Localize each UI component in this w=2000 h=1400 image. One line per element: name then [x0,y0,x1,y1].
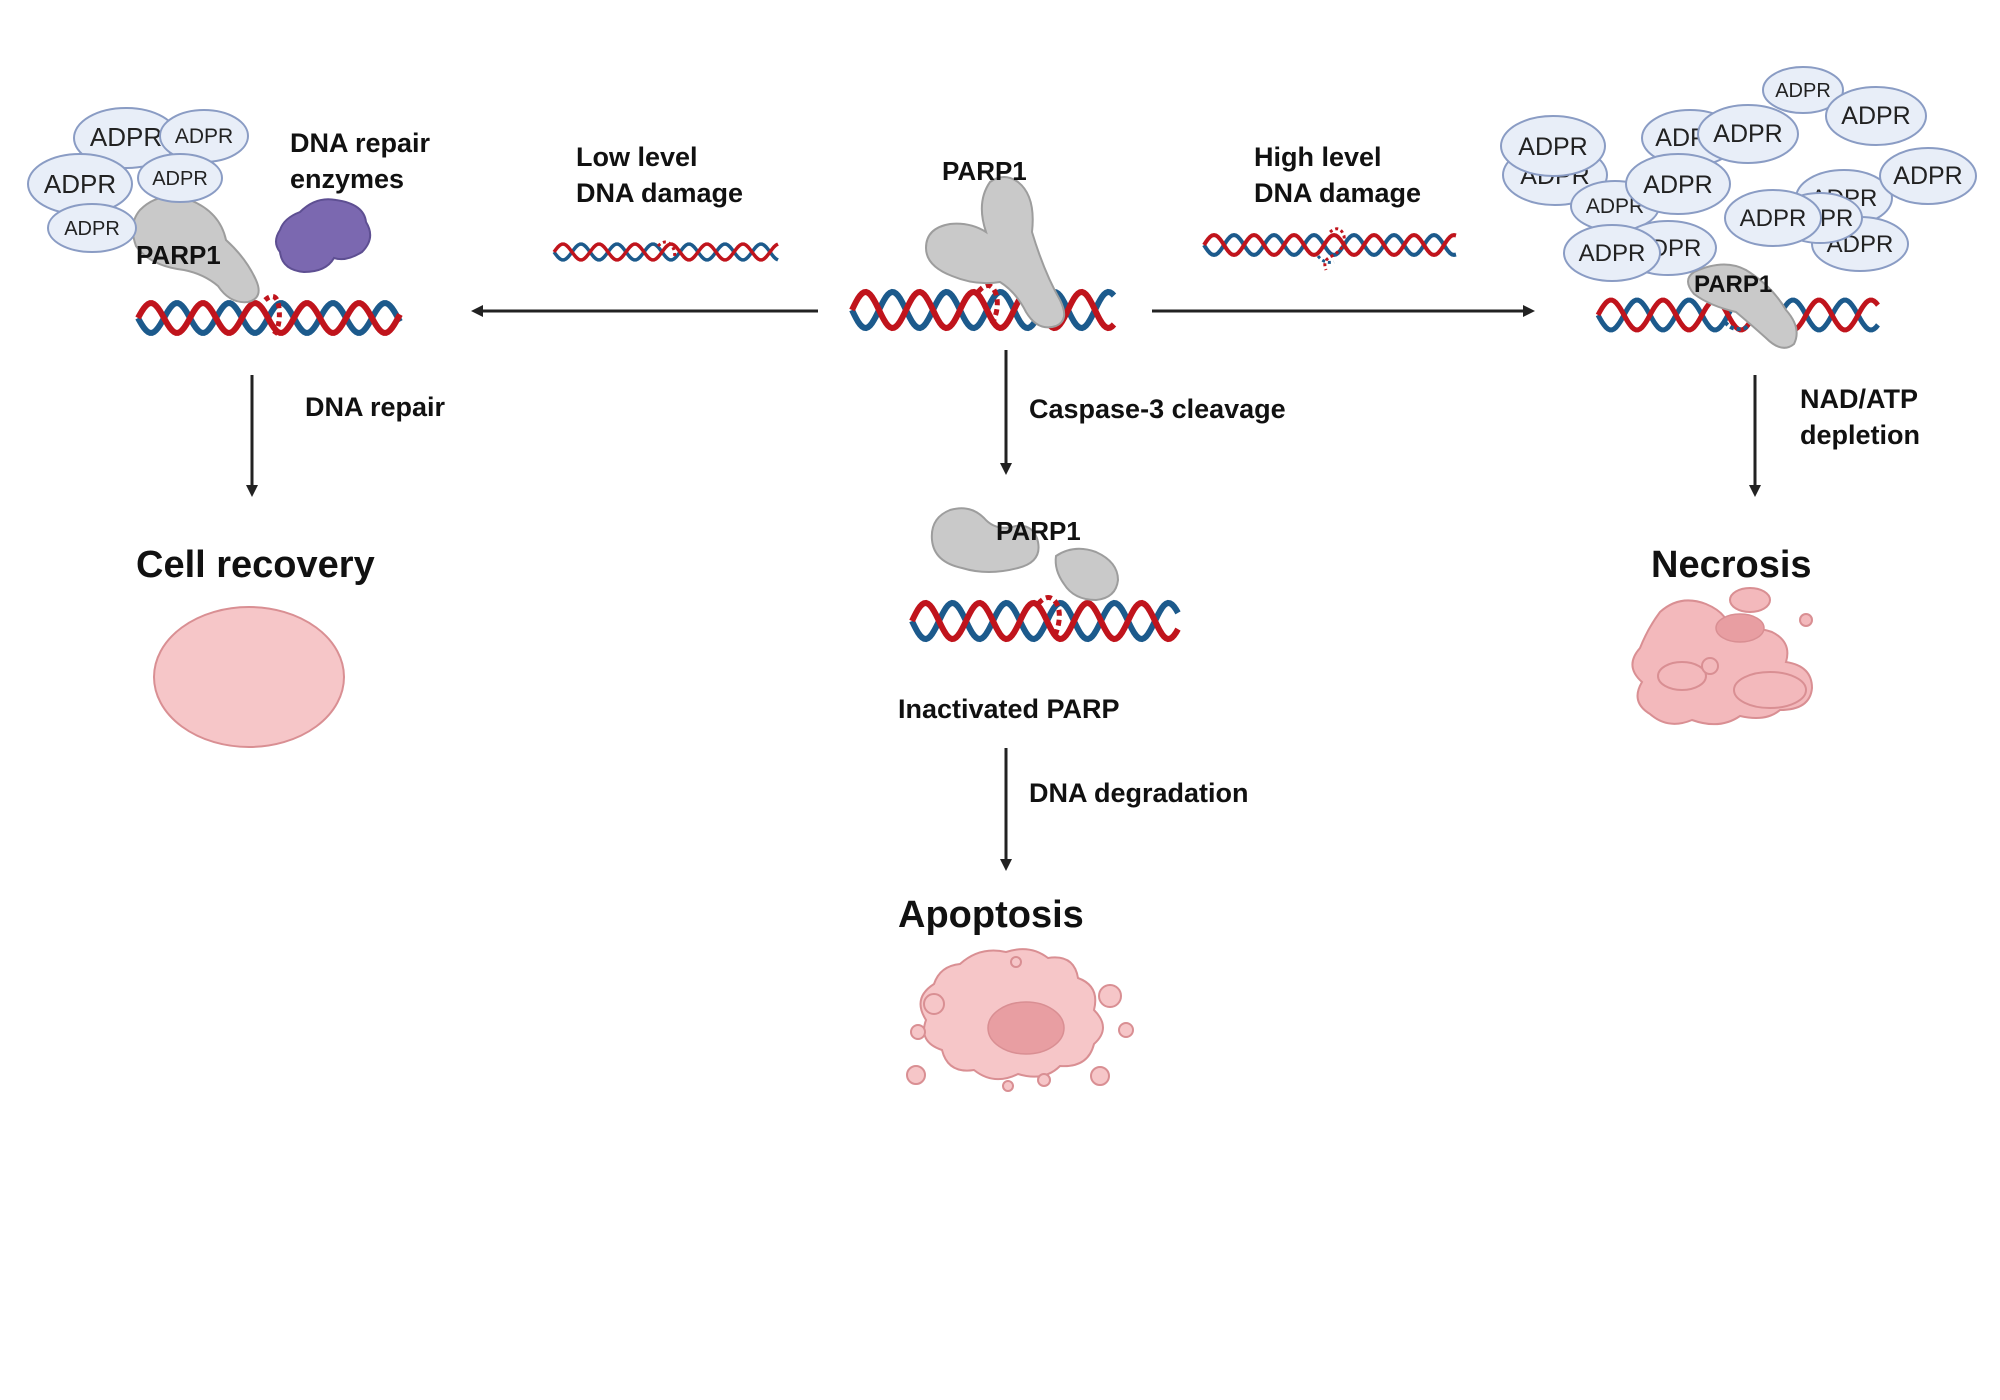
dna-strand-blue [849,288,1117,332]
dna-helix-center [849,288,1117,332]
svg-text:ADPR: ADPR [1518,133,1587,161]
adpr-bubble: ADPR [27,153,133,215]
dna-strand-blue [1202,232,1457,258]
low-damage-label-line1: Low level [576,142,698,172]
adpr-bubble: ADPR [1762,66,1844,114]
caspase-cleavage-label: Caspase-3 cleavage [1029,394,1286,424]
svg-text:ADPR: ADPR [175,125,233,148]
adpr-bubble: ADPR [47,203,137,253]
dna-helix-low-damage [552,242,779,262]
dna-degradation-label: DNA degradation [1029,778,1249,808]
high-damage-label-line2: DNA damage [1254,178,1421,208]
svg-text:ADPR: ADPR [1586,195,1644,218]
dna-strand-red [552,242,779,262]
parp1-fragment-large [930,507,1040,573]
parp1-label-center: PARP1 [942,156,1027,186]
adpr-bubble: ADPR [1825,86,1927,146]
svg-text:ADPR: ADPR [1893,162,1962,190]
dna-strand-red [135,300,403,336]
adpr-bubble: ADPR [159,109,249,163]
dna-strand-blue [909,599,1181,643]
dna-repair-enzyme-blob [275,198,372,274]
parp1-protein-right [1687,263,1798,349]
dna-repair-enzymes-label-line1: DNA repair [290,128,431,158]
dna-repair-label: DNA repair [305,392,446,422]
dna-strand-red [909,599,1181,643]
necrotic-cell [1631,587,1814,726]
adpr-bubble: ADPR [1563,224,1661,282]
svg-text:ADPR: ADPR [1775,80,1831,102]
nad-atp-label-line2: depletion [1800,420,1920,450]
parp1-protein-left [131,195,260,304]
dna-break-mark-high-blue [1316,255,1335,264]
svg-text:ADPR: ADPR [90,122,162,152]
svg-text:ADPR: ADPR [1713,120,1782,148]
svg-text:ADPR: ADPR [64,218,120,240]
dna-repair-enzymes-label-line2: enzymes [290,164,404,194]
adpr-bubble: ADPR [1879,147,1977,205]
adpr-bubble: ADPR [1697,104,1799,164]
dna-helix-cleaved [909,599,1181,643]
cell-recovery-title: Cell recovery [136,544,375,586]
parp1-fragment-small [1054,547,1120,602]
healthy-cell [153,606,345,748]
svg-text:ADPR: ADPR [1643,171,1712,199]
dna-strand-red [849,288,1117,332]
dna-break-mark-left [263,293,282,338]
adpr-cluster-left: ADPR ADPR ADPR ADPR ADPR [27,107,249,253]
parp1-label-left: PARP1 [136,240,221,270]
low-damage-label-line2: DNA damage [576,178,743,208]
dna-break-mark-low [656,240,677,259]
svg-text:ADPR: ADPR [1579,240,1646,267]
dna-helix-left [135,300,403,336]
dna-strand-blue [552,242,779,262]
parp1-label-cleaved: PARP1 [996,516,1081,546]
high-damage-label-line1: High level [1254,142,1382,172]
dna-break-mark-center [976,283,1000,326]
svg-text:ADPR: ADPR [152,168,208,190]
nad-atp-label-line1: NAD/ATP [1800,384,1918,414]
adpr-bubble: ADPR [137,153,223,203]
apoptosis-title: Apoptosis [898,894,1084,936]
parp1-protein-center [924,176,1066,329]
necrosis-title: Necrosis [1651,544,1812,586]
dna-break-mark-right [1723,315,1753,332]
adpr-cluster-right: ADPR ADPR ADPR ADPR ADPR ADPR ADPR ADPR … [1500,66,1977,282]
dna-helix-high-damage [1202,232,1457,258]
parp1-label-right: PARP1 [1694,271,1772,298]
dna-break-mark-cleaved [1036,595,1062,640]
inactivated-parp-label: Inactivated PARP [898,694,1120,724]
adpr-bubble: ADPR [1500,115,1606,177]
svg-text:ADPR: ADPR [1740,205,1807,232]
apoptotic-cell [906,948,1134,1092]
adpr-bubble: ADPR [1724,189,1822,247]
svg-text:ADPR: ADPR [1841,102,1910,130]
dna-strand-red [1202,232,1457,258]
adpr-bubble: ADPR [1625,153,1731,215]
adpr-bubble: ADPR [73,107,179,169]
svg-text:ADPR: ADPR [44,169,116,199]
